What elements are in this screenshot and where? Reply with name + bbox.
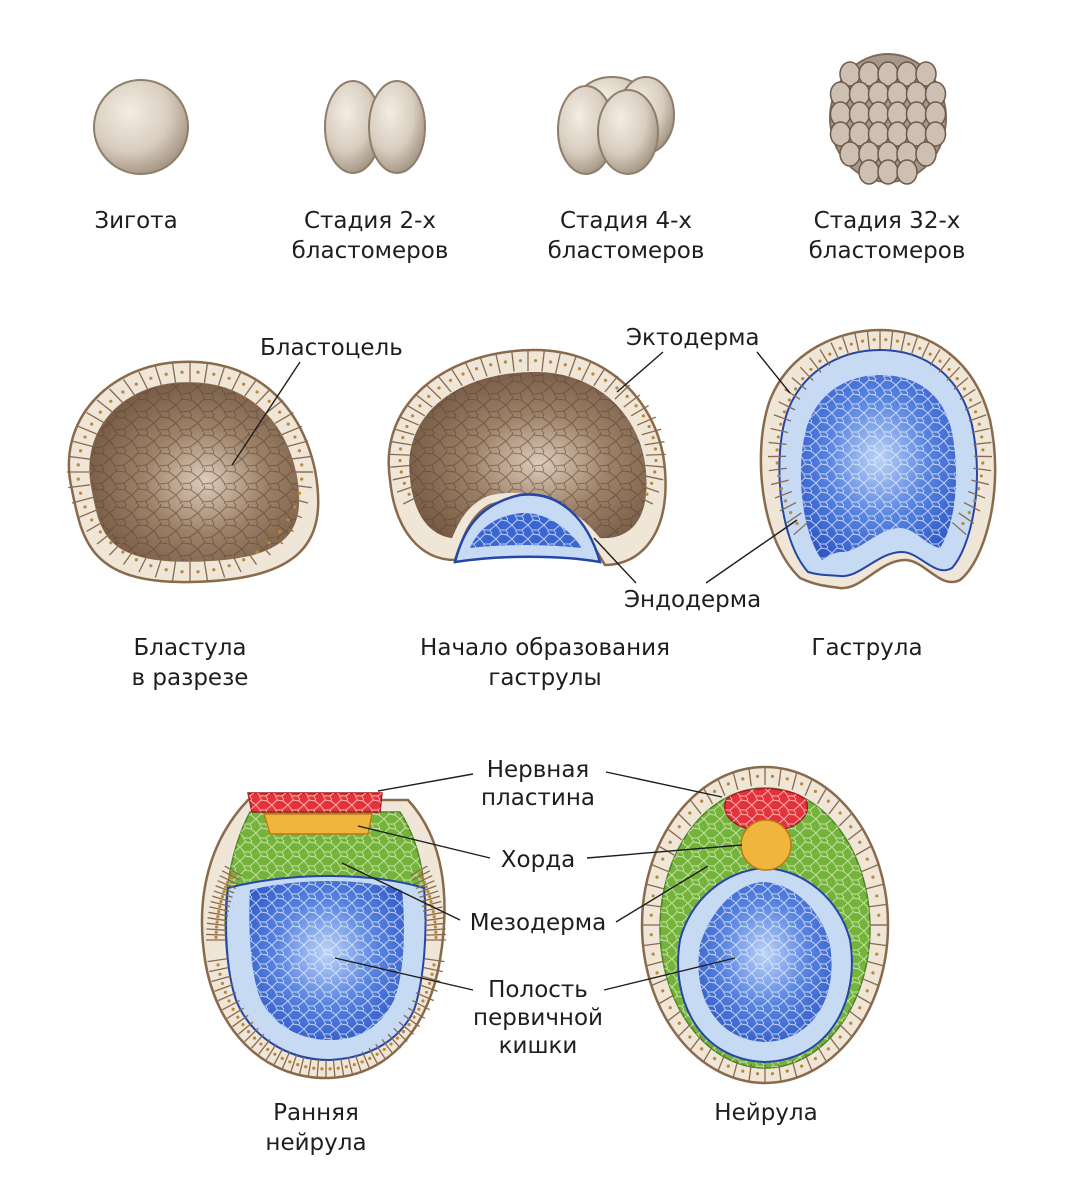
leader-blastocoel — [231, 361, 301, 466]
caption-early-gastrula: Начало образования гаструлы — [420, 635, 670, 691]
leader-mesoderm-early — [341, 862, 461, 921]
leader-mesoderm — [615, 865, 709, 923]
label-endoderm: Эндодерма — [624, 587, 762, 613]
label-ectoderm: Эктодерма — [626, 325, 760, 351]
leader-endoderm-early — [593, 537, 637, 584]
four-cell-figure — [557, 76, 675, 175]
caption-thirtytwo-cell: Стадия 32-х бластомеров — [808, 208, 966, 264]
gastrula-figure — [759, 328, 997, 590]
leader-gut — [603, 957, 736, 991]
leader-ectoderm-gastrula — [756, 351, 791, 394]
label-mesoderm: Мезодерма — [469, 910, 607, 936]
leader-gut-early — [334, 957, 474, 991]
early-gastrula-figure — [387, 348, 667, 567]
blastula-figure — [67, 360, 320, 584]
leader-lines — [231, 351, 798, 991]
leader-notochord-early — [357, 825, 491, 859]
caption-neurula: Нейрула — [714, 1100, 818, 1126]
label-blastocoel: Бластоцель — [260, 335, 403, 361]
neurula-figure — [640, 765, 890, 1085]
leader-endoderm-gastrula — [705, 519, 798, 584]
leader-neural-plate-early — [377, 773, 474, 792]
caption-two-cell: Стадия 2-х бластомеров — [291, 208, 449, 264]
caption-gastrula: Гаструла — [811, 635, 923, 661]
leader-notochord — [586, 844, 743, 859]
label-primary-gut: Полость первичной кишки — [473, 977, 603, 1059]
caption-early-neurula: Ранняя нейрула — [265, 1100, 367, 1156]
leader-ectoderm-early — [616, 351, 664, 393]
thirtytwo-cell-figure — [829, 53, 947, 185]
early-neurula-figure — [200, 792, 446, 1080]
caption-blastula: Бластула в разрезе — [131, 635, 249, 691]
caption-zygote: Зигота — [94, 208, 178, 234]
two-cell-figure — [324, 80, 426, 174]
label-neural-plate: Нервная пластина — [481, 757, 595, 811]
label-notochord: Хорда — [500, 847, 576, 873]
zygote-figure — [93, 79, 189, 175]
caption-four-cell: Стадия 4-х бластомеров — [547, 208, 705, 264]
leader-neural-plate — [605, 771, 723, 798]
